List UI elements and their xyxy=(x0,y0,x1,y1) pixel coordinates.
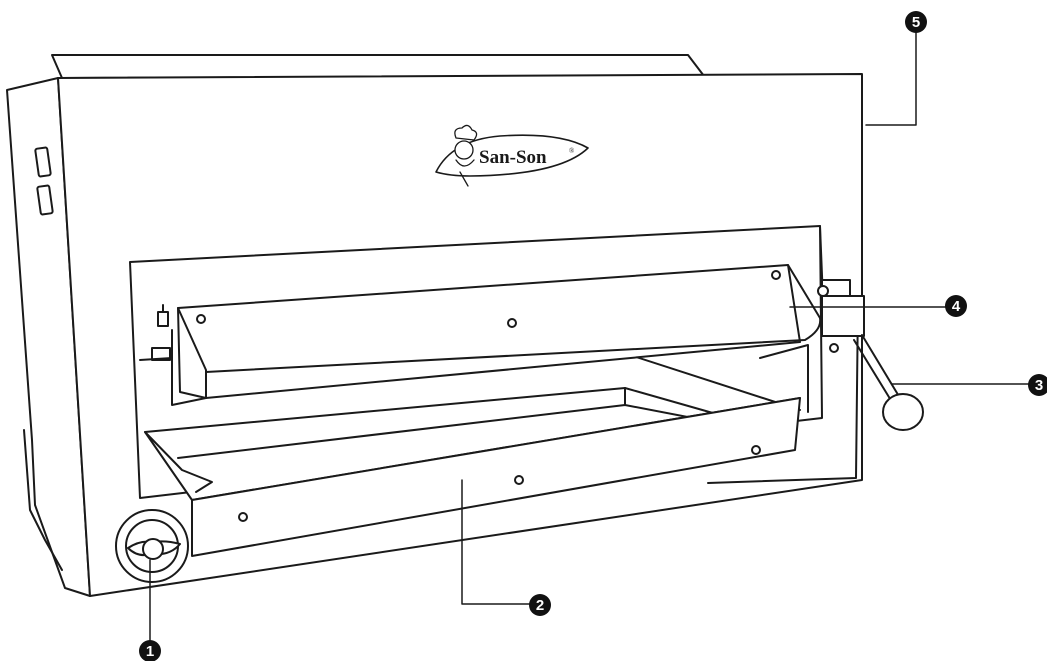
rack-clip-left-icon xyxy=(139,304,173,361)
side-vent-upper-icon xyxy=(34,146,52,178)
rack-screw-icon xyxy=(507,318,517,328)
callout-circle xyxy=(1028,374,1047,396)
side-vent-lower-icon xyxy=(36,184,54,216)
grease-drip-tray xyxy=(144,387,801,557)
callout-5: 5 xyxy=(905,11,927,33)
rack-height-adjust-lever xyxy=(817,279,924,431)
callout-1: 1 xyxy=(139,640,161,662)
callout-number: 3 xyxy=(1035,377,1043,394)
burner-control-knob xyxy=(115,509,189,583)
callout-leaders xyxy=(149,25,1031,641)
callout-number: 4 xyxy=(952,298,961,315)
tray-screw-icon xyxy=(238,512,248,522)
brand-registered-mark: ® xyxy=(569,147,575,155)
callout-3: 3 xyxy=(1028,374,1047,396)
callout-circle xyxy=(139,640,161,662)
chef-mascot-icon xyxy=(454,124,478,187)
brand-name: San-Son xyxy=(479,147,547,168)
tray-screw-icon xyxy=(514,475,524,485)
broiler-grid-rack xyxy=(139,264,822,406)
callout-circle xyxy=(945,295,967,317)
callout-circle xyxy=(905,11,927,33)
lever-screw-icon xyxy=(829,343,839,353)
callout-number: 2 xyxy=(536,597,544,614)
callout-number: 1 xyxy=(146,643,154,660)
tray-screw-icon xyxy=(751,445,761,455)
callout-2: 2 xyxy=(529,594,551,616)
callout-circle xyxy=(529,594,551,616)
rack-screw-icon xyxy=(196,314,206,324)
brand-logo: San-Son ® xyxy=(435,124,589,187)
callout-4: 4 xyxy=(945,295,967,317)
callout-number: 5 xyxy=(912,14,920,31)
rack-screw-icon xyxy=(771,270,781,280)
